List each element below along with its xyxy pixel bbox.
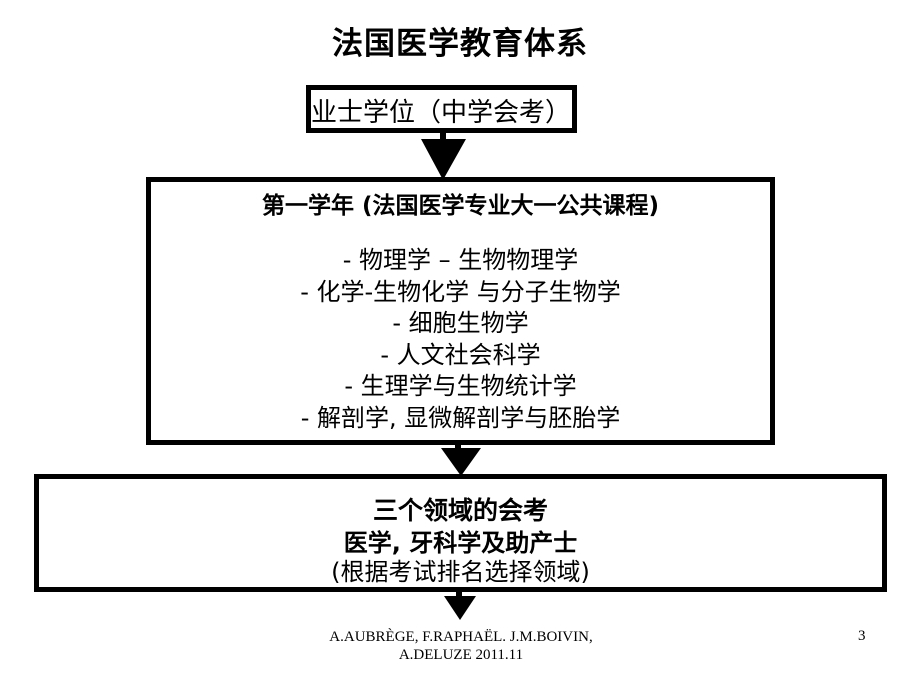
first-year-heading: 第一学年 (法国医学专业大一公共课程) xyxy=(261,193,660,219)
exam-heading: 三个领域的会考 xyxy=(372,496,548,525)
footer-authors: A.AUBRÈGE, F.RAPHAËL. J.M.BOIVIN, A.DELU… xyxy=(300,628,622,664)
baccalaureate-text: 业士学位（中学会考） xyxy=(311,98,572,128)
arrow-head-3 xyxy=(444,596,476,620)
course-item: - 生理学与生物统计学 xyxy=(344,372,577,400)
arrow-head-2 xyxy=(441,448,481,476)
arrow-head-1 xyxy=(421,139,466,180)
course-list: - 物理学 – 生物物理学 - 化学-生物化学 与分子生物学 - 细胞生物学 -… xyxy=(151,245,770,434)
course-item: - 解剖学, 显微解剖学与胚胎学 xyxy=(300,403,621,432)
exam-fields: 医学, 牙科学及助产士 xyxy=(343,529,578,557)
course-item: - 化学-生物化学 与分子生物学 xyxy=(300,277,621,306)
course-item: - 人文社会科学 xyxy=(380,340,541,369)
course-item: - 细胞生物学 xyxy=(392,309,529,337)
connector-line-1 xyxy=(440,128,446,148)
competitive-exam-box: 三个领域的会考 医学, 牙科学及助产士 (根据考试排名选择领域) xyxy=(34,474,887,592)
page-number: 3 xyxy=(858,628,866,644)
footer-authors-line: A.AUBRÈGE, F.RAPHAËL. J.M.BOIVIN, xyxy=(329,629,593,645)
course-item: - 物理学 – 生物物理学 xyxy=(342,246,579,274)
baccalaureate-box: 业士学位（中学会考） xyxy=(306,85,577,133)
slide-title: 法国医学教育体系 xyxy=(332,26,588,62)
exam-note: (根据考试排名选择领域) xyxy=(331,558,590,586)
footer-authors-line: A.DELUZE 2011.11 xyxy=(398,647,524,663)
connector-line-3 xyxy=(456,588,462,598)
first-year-box: 第一学年 (法国医学专业大一公共课程) - 物理学 – 生物物理学 - 化学-生… xyxy=(146,177,775,445)
